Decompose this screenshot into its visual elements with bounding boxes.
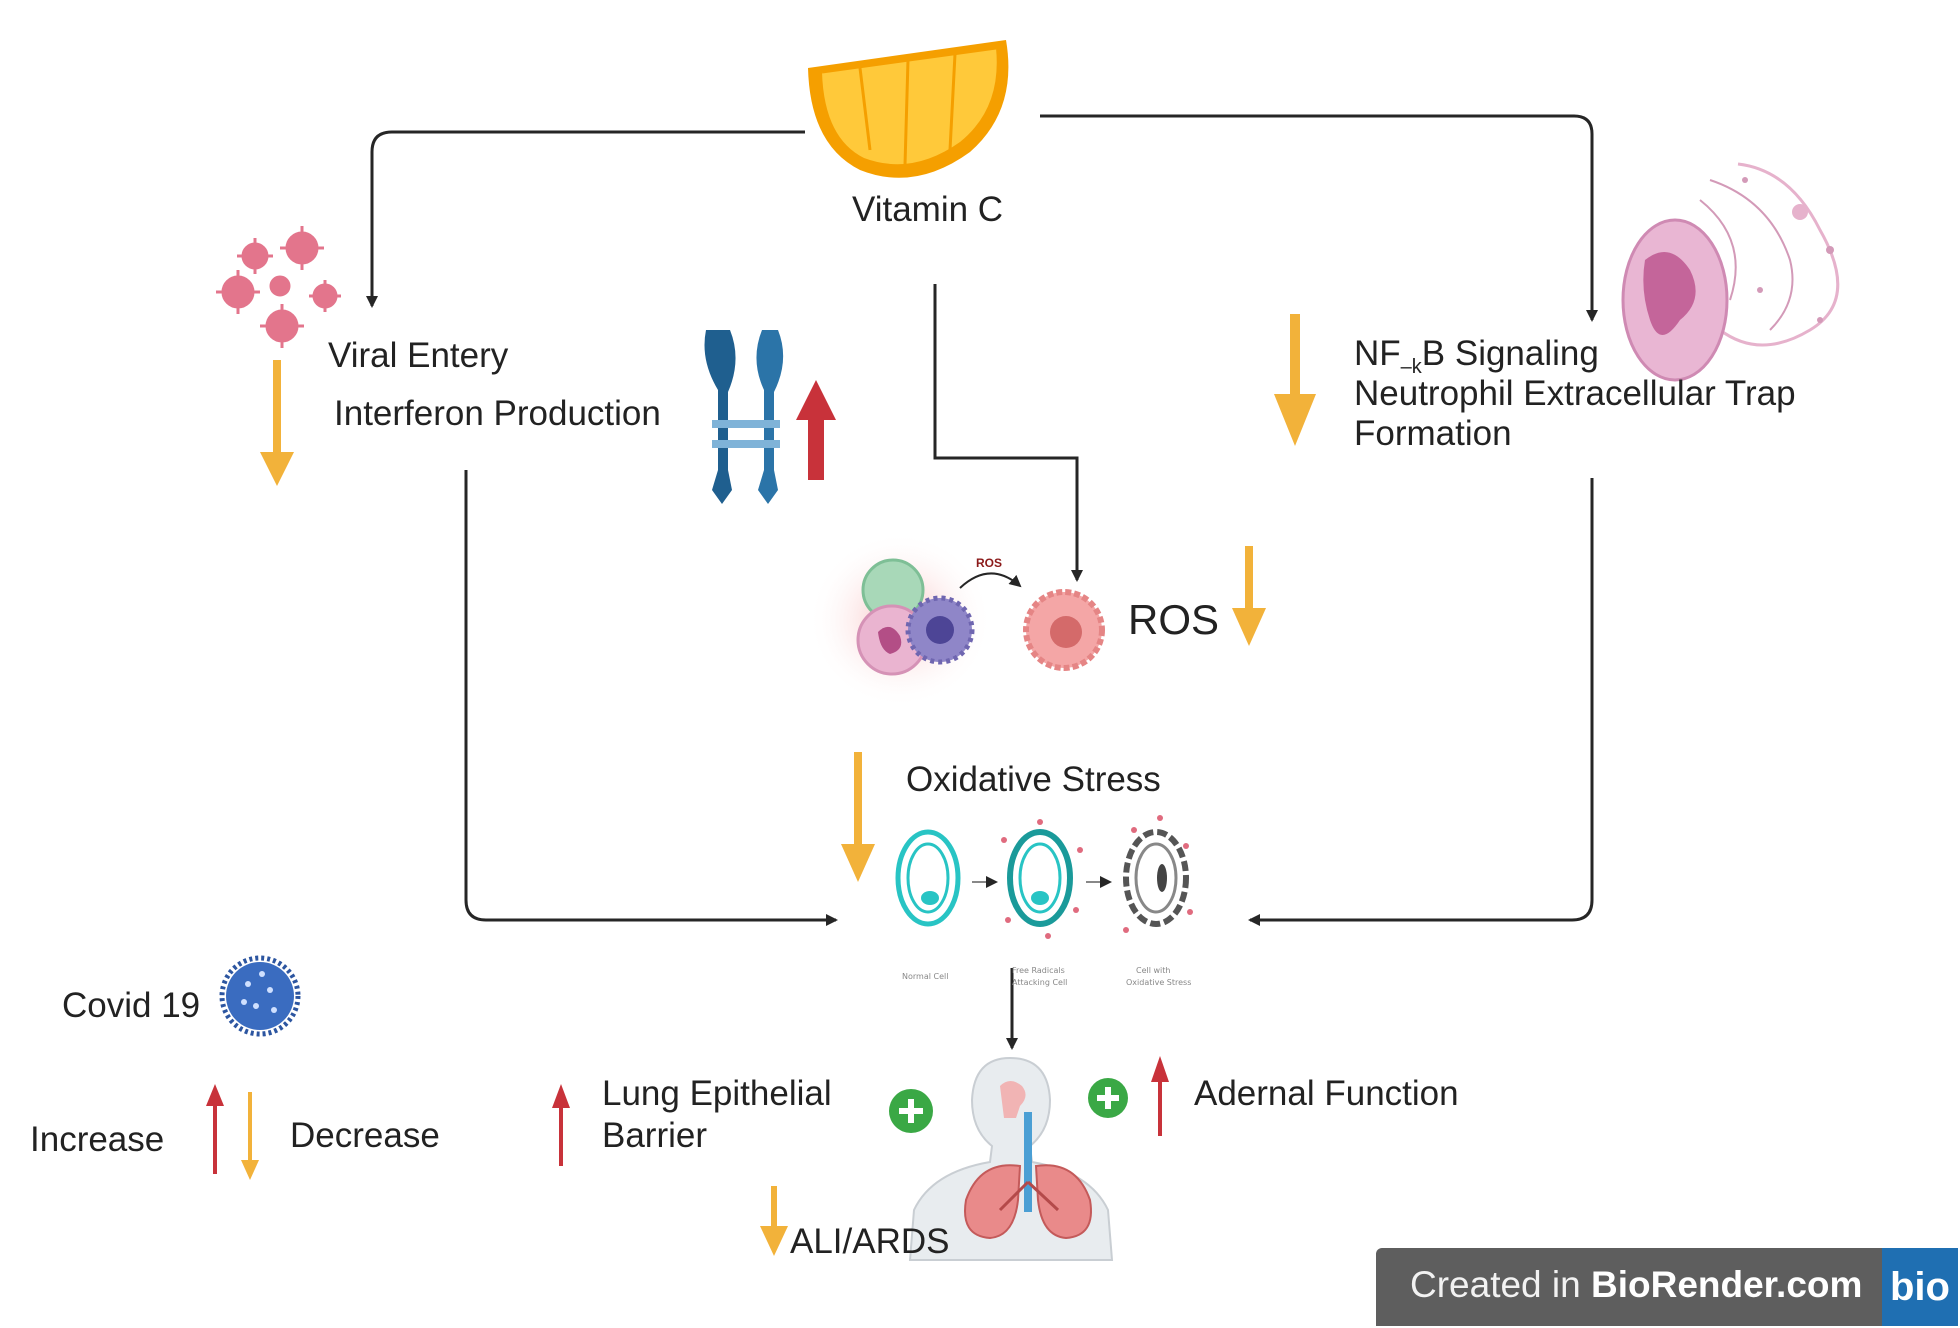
biorender-badge[interactable]: Created in BioRender.com bio [1376, 1248, 1958, 1326]
badge-prefix: Created in [1410, 1264, 1591, 1305]
cell-oxidative-label-line2: Oxidative Stress [1126, 978, 1192, 987]
receptor-icon [704, 330, 784, 504]
ali-label: ALI/ARDS [790, 1222, 950, 1261]
lung-increase-arrow [552, 1084, 570, 1166]
net-label-line2: Formation [1354, 414, 1512, 453]
viral-entry-label: Viral Entery [328, 336, 509, 375]
plus-icon [889, 1089, 933, 1133]
cell-normal-label: Normal Cell [902, 972, 949, 981]
cell-stress-icon [895, 815, 1193, 939]
nfkb-decrease-arrow [1274, 314, 1316, 446]
connector-lines [366, 114, 1598, 1050]
connector-left-to-stress [464, 470, 838, 926]
virus-cluster-icon [216, 226, 341, 348]
orange-slice-icon [808, 40, 1009, 178]
covid-label: Covid 19 [62, 986, 201, 1025]
interferon-increase-arrow [796, 380, 836, 480]
oxidative-stress-label: Oxidative Stress [906, 760, 1161, 799]
ros-small-label: ROS [976, 556, 1003, 570]
cell-free-radical-label-line2: Attacking Cell [1012, 978, 1068, 987]
biorender-logo-icon: bio [1882, 1248, 1958, 1326]
legend-decrease-arrow [241, 1092, 259, 1180]
cell-oxidative-label-line1: Cell with [1136, 966, 1171, 975]
decrease-label: Decrease [290, 1116, 440, 1155]
lungs-body-icon [908, 1056, 1114, 1261]
ros-label: ROS [1128, 596, 1220, 643]
adrenal-increase-arrow [1151, 1056, 1169, 1136]
adrenal-label: Adernal Function [1194, 1074, 1459, 1113]
legend-increase-arrow [206, 1084, 224, 1174]
ros-decrease-arrow [1232, 546, 1266, 646]
connector-vitc-to-nfkb [1040, 114, 1598, 322]
nfkb-subscript: –k [1400, 356, 1422, 378]
connector-vitc-to-ros [933, 284, 1083, 582]
nfkb-suffix: B Signaling [1421, 334, 1599, 373]
nfkb-prefix: NF [1354, 334, 1401, 373]
lung-label-line2: Barrier [602, 1116, 708, 1155]
net-label-line1: Neutrophil Extracellular Trap [1354, 374, 1796, 413]
oxidative-decrease-arrow [841, 752, 875, 882]
increase-label: Increase [30, 1120, 165, 1159]
interferon-label: Interferon Production [334, 394, 661, 433]
badge-text: Created in BioRender.com [1410, 1264, 1862, 1306]
ali-decrease-arrow [760, 1186, 788, 1256]
neutrophil-trap-icon [1621, 162, 1840, 382]
plus-icon-right [1088, 1078, 1128, 1118]
immune-cells-icon [808, 532, 1105, 708]
cell-free-radical-label-line1: Free Radicals [1012, 966, 1065, 975]
badge-brand: BioRender.com [1591, 1264, 1863, 1305]
connector-vitc-to-viral [366, 130, 805, 308]
vitamin-c-label: Vitamin C [852, 190, 1004, 229]
nfkb-label: NF–kB Signaling [1354, 334, 1599, 379]
covid-virus-icon [219, 955, 301, 1037]
lung-label-line1: Lung Epithelial [602, 1074, 832, 1113]
viral-entry-decrease-arrow [260, 360, 294, 486]
connector-right-to-stress [1248, 478, 1594, 926]
